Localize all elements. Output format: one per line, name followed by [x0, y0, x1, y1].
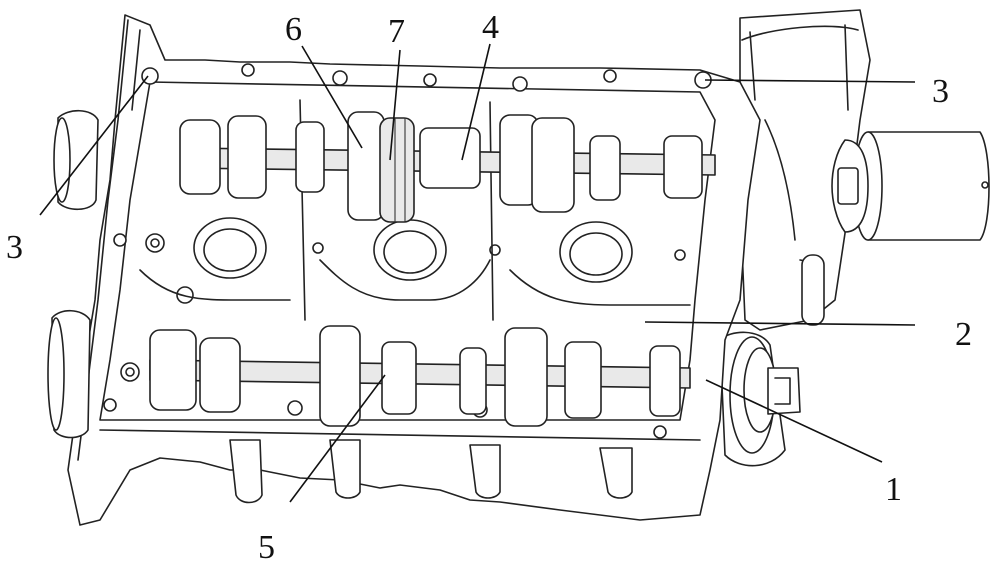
label-4: 4	[482, 9, 499, 46]
label-2: 2	[955, 316, 972, 353]
label-3-right: 3	[932, 73, 949, 110]
label-7: 7	[388, 13, 405, 50]
label-3-left: 3	[6, 229, 23, 266]
cam-end-cap-upper	[832, 132, 989, 240]
label-5: 5	[258, 529, 275, 566]
label-6: 6	[285, 11, 302, 48]
cam-end-cap-lower	[720, 332, 800, 465]
label-1: 1	[885, 471, 902, 508]
